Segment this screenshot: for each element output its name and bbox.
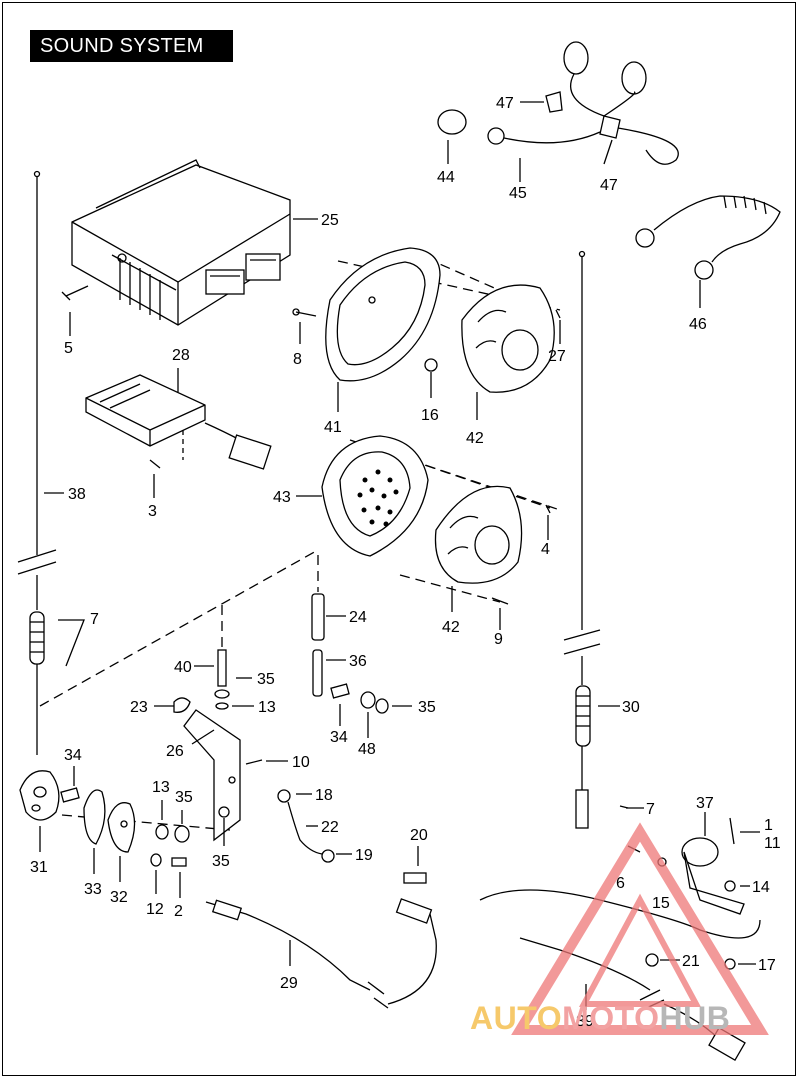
diagram-title: SOUND SYSTEM — [30, 30, 233, 62]
callout-40: 40 — [174, 659, 192, 676]
callout-35-c: 35 — [175, 789, 193, 806]
screw-8 — [292, 308, 317, 344]
callout-7-left: 7 — [90, 611, 99, 628]
callout-13-b: 13 — [152, 779, 170, 796]
callout-17: 17 — [758, 957, 776, 974]
callout-38: 38 — [68, 486, 86, 503]
nut-16 — [424, 358, 438, 398]
watermark-part-hub: HUB — [659, 1000, 731, 1036]
callout-21: 21 — [682, 953, 700, 970]
callout-13-a: 13 — [258, 699, 276, 716]
mount-hardware — [150, 800, 190, 898]
callout-42-bottom: 42 — [442, 619, 460, 636]
callout-7-right: 7 — [646, 801, 655, 818]
antenna-mast-38 — [17, 170, 85, 755]
callout-15: 15 — [652, 895, 670, 912]
callout-30: 30 — [622, 699, 640, 716]
watermark-text: AUTOMOTOHUB — [470, 1000, 730, 1037]
callout-5: 5 — [64, 340, 73, 357]
callout-1: 1 — [764, 817, 773, 834]
callout-36: 36 — [349, 653, 367, 670]
callout-35-d: 35 — [212, 853, 230, 870]
callout-44: 44 — [437, 169, 455, 186]
callout-28: 28 — [172, 347, 190, 364]
callout-24: 24 — [349, 609, 367, 626]
speaker-42-bottom — [434, 485, 551, 630]
rod-36 — [312, 649, 350, 726]
headset-drawing — [437, 41, 679, 182]
callout-26: 26 — [166, 743, 184, 760]
gasket-33 — [83, 789, 106, 874]
callout-16: 16 — [421, 407, 439, 424]
radio-unit-drawing — [71, 159, 291, 326]
antenna-cable-29 — [205, 898, 437, 1009]
screw-5 — [61, 285, 89, 336]
callout-33: 33 — [84, 881, 102, 898]
watermark-logo-icon — [511, 822, 769, 1035]
callout-18: 18 — [315, 787, 333, 804]
callout-4: 4 — [541, 541, 550, 558]
callout-2: 2 — [174, 903, 183, 920]
callout-12: 12 — [146, 901, 164, 918]
module-28-drawing — [85, 368, 272, 498]
washer-48-35 — [360, 691, 412, 738]
callout-42-top: 42 — [466, 430, 484, 447]
fuse-20 — [403, 846, 427, 884]
antenna-mount-31 — [19, 766, 80, 852]
callout-39: 39 — [576, 1013, 594, 1030]
speaker-42-top — [461, 284, 561, 420]
antenna-mast-30 — [563, 250, 644, 829]
mount-bracket-26 — [154, 697, 241, 842]
callout-47-top: 47 — [496, 95, 514, 112]
ground-strap-22 — [277, 789, 352, 863]
callout-37: 37 — [696, 795, 714, 812]
rod-24 — [311, 593, 346, 641]
watermark-part-auto: AUTO — [470, 1000, 563, 1036]
callout-19: 19 — [355, 847, 373, 864]
headset-cord-46 — [635, 195, 781, 308]
callout-27: 27 — [548, 348, 566, 365]
watermark-part-moto: MOTO — [562, 1000, 660, 1036]
callout-48: 48 — [358, 741, 376, 758]
callout-8: 8 — [293, 351, 302, 368]
callout-34-b: 34 — [64, 747, 82, 764]
callout-9: 9 — [494, 631, 503, 648]
callout-31: 31 — [30, 859, 48, 876]
callout-25: 25 — [321, 212, 339, 229]
callout-34-a: 34 — [330, 729, 348, 746]
callout-35-a: 35 — [257, 671, 275, 688]
callout-46: 46 — [689, 316, 707, 333]
callout-47-bottom: 47 — [600, 177, 618, 194]
callout-3: 3 — [148, 503, 157, 520]
callout-10: 10 — [292, 754, 310, 771]
callout-20: 20 — [410, 827, 428, 844]
stud-40 — [194, 649, 254, 710]
speaker-enclosure-43 — [296, 435, 429, 557]
callout-11: 11 — [764, 835, 781, 852]
callout-23: 23 — [130, 699, 148, 716]
callout-41: 41 — [324, 419, 342, 436]
callout-35-b: 35 — [418, 699, 436, 716]
callout-22: 22 — [321, 819, 339, 836]
callout-6: 6 — [616, 875, 625, 892]
callout-43: 43 — [273, 489, 291, 506]
callout-32: 32 — [110, 889, 128, 906]
plate-32 — [107, 802, 136, 882]
speaker-frame-41 — [325, 247, 441, 412]
callout-14: 14 — [752, 879, 770, 896]
callout-29: 29 — [280, 975, 298, 992]
screw-10 — [245, 759, 288, 765]
nut-35-bracket — [218, 806, 230, 846]
callout-45: 45 — [509, 185, 527, 202]
